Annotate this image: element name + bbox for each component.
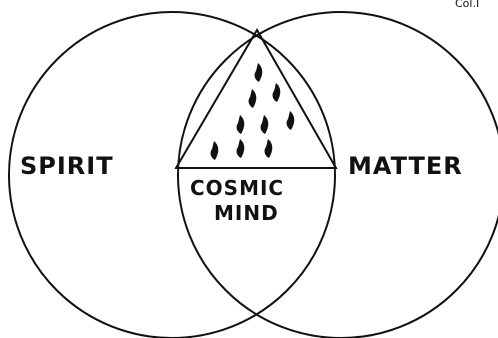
cosmic-label: COSMIC <box>190 178 284 198</box>
flame-icon <box>249 89 257 108</box>
matter-label: MATTER <box>348 154 463 178</box>
flame-icon <box>237 115 245 134</box>
flame-icon <box>261 115 269 134</box>
mind-label: MIND <box>214 203 279 223</box>
flame-icon <box>287 111 295 130</box>
flame-icon <box>265 139 273 158</box>
flame-icon <box>237 139 245 158</box>
flame-icon <box>255 63 263 82</box>
flame-icon <box>211 141 219 160</box>
flame-icon <box>273 83 281 102</box>
flames-group <box>211 63 295 160</box>
spirit-label: SPIRIT <box>20 154 114 178</box>
